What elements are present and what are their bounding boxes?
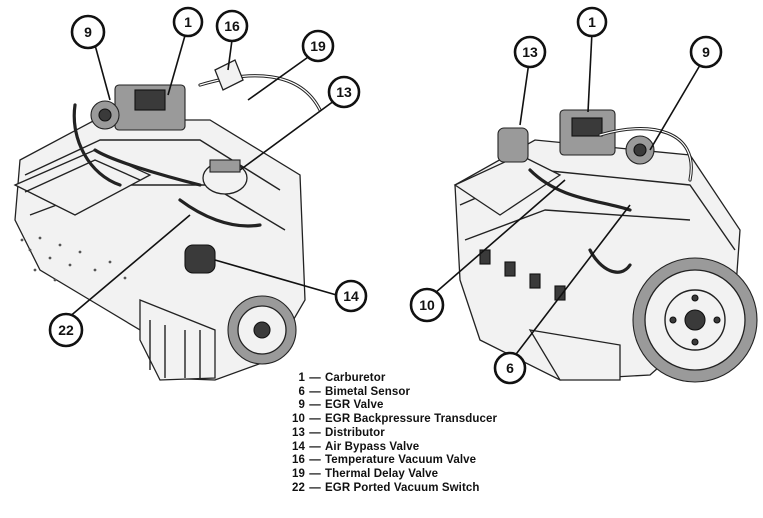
callout-left-1-label: 1 (184, 14, 192, 30)
callout-left-19-label: 19 (310, 38, 326, 54)
legend-label: Carburetor (325, 372, 386, 384)
legend-item: 1 — Carburetor (291, 372, 531, 386)
legend-dash: — (309, 481, 321, 494)
legend-dash: — (309, 372, 321, 384)
legend-number: 14 (292, 440, 305, 453)
legend-number: 10 (292, 413, 305, 426)
callout-right-9-label: 9 (702, 44, 710, 60)
legend-item: 22 — EGR Ported Vacuum Switch (291, 482, 531, 496)
callout-left-13-label: 13 (336, 84, 352, 100)
legend-label: EGR Ported Vacuum Switch (325, 481, 480, 494)
legend-dash: — (309, 413, 321, 426)
legend-number: 22 (292, 481, 305, 494)
callout-left-22-label: 22 (58, 322, 74, 338)
legend-number: 16 (292, 454, 305, 467)
legend-dash: — (309, 440, 321, 453)
legend-label: EGR Valve (325, 399, 384, 412)
leader-lines (67, 31, 707, 367)
callout-left-14-label: 14 (343, 288, 359, 304)
legend-number: 1 (298, 372, 305, 384)
legend-item: 19 — Thermal Delay Valve (291, 468, 531, 482)
callout-left-19: 19 (301, 29, 335, 63)
legend-number: 9 (298, 399, 305, 412)
callout-right-10: 10 (409, 287, 445, 323)
callout-right-10-label: 10 (419, 297, 435, 313)
legend-label: Temperature Vacuum Valve (325, 454, 477, 467)
legend-number: 13 (292, 426, 305, 439)
legend-label: EGR Backpressure Transducer (325, 413, 498, 426)
callout-right-1: 1 (576, 6, 608, 38)
right-engine-illustration (453, 109, 758, 383)
callout-right-6-label: 6 (506, 360, 514, 376)
callout-left-9: 9 (70, 14, 106, 50)
callout-left-16: 16 (215, 9, 249, 43)
legend-label: Bimetal Sensor (325, 385, 411, 398)
legend-item: 10 — EGR Backpressure Transducer (291, 413, 531, 427)
callout-right-13: 13 (513, 35, 547, 69)
legend-dash: — (309, 454, 321, 467)
left-engine-illustration (13, 59, 322, 381)
legend-label: Thermal Delay Valve (325, 467, 439, 480)
legend-item: 9 — EGR Valve (291, 399, 531, 413)
legend-item: 13 — Distributor (291, 427, 531, 441)
legend-number: 19 (292, 467, 305, 480)
legend-item: 16 — Temperature Vacuum Valve (291, 454, 531, 468)
legend-item: 14 — Air Bypass Valve (291, 441, 531, 455)
callout-left-9-label: 9 (84, 24, 92, 40)
parts-legend: 1 — Carburetor 6 — Bimetal Sensor 9 — EG… (291, 372, 531, 495)
callout-left-16-label: 16 (224, 18, 240, 34)
legend-number: 6 (298, 385, 305, 398)
callout-right-9: 9 (689, 35, 723, 69)
callout-right-13-label: 13 (522, 44, 538, 60)
callout-left-22: 22 (48, 312, 84, 348)
callout-right-6: 6 (493, 351, 527, 385)
legend-dash: — (309, 385, 321, 398)
legend-label: Distributor (325, 426, 385, 439)
legend-item: 6 — Bimetal Sensor (291, 386, 531, 400)
callout-left-14: 14 (334, 279, 368, 313)
legend-dash: — (309, 467, 321, 480)
legend-dash: — (309, 399, 321, 412)
callout-left-1: 1 (172, 6, 204, 38)
legend-dash: — (309, 426, 321, 439)
legend-label: Air Bypass Valve (325, 440, 420, 453)
callout-right-1-label: 1 (588, 14, 596, 30)
callout-left-13: 13 (327, 75, 361, 109)
